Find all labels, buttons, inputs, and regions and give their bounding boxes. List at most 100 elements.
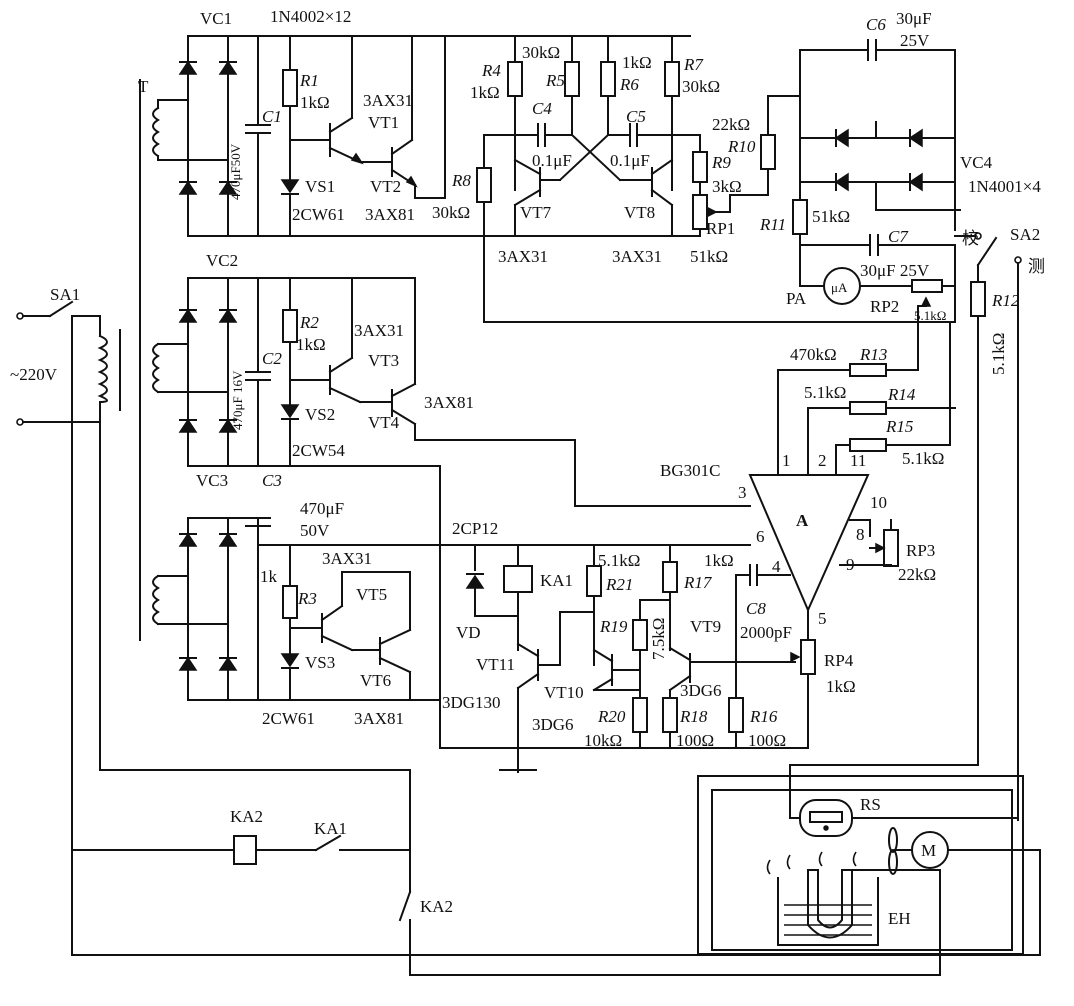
label-vc3: VC3 [196, 471, 228, 490]
label-ka2-contact: KA2 [420, 897, 453, 916]
label-c6: C6 [866, 15, 886, 34]
label-pa: PA [786, 289, 807, 308]
label-vt2-type: 3AX81 [365, 205, 415, 224]
label-rp3-val: 22kΩ [898, 565, 936, 584]
label-r18-val: 100Ω [676, 731, 714, 750]
label-r13-val: 470kΩ [790, 345, 837, 364]
label-vt8: VT8 [624, 203, 655, 222]
label-vs1: VS1 [305, 177, 335, 196]
supply-vc3 [157, 517, 751, 701]
label-r14: R14 [887, 385, 916, 404]
label-rp2-val: 5.1kΩ [914, 308, 946, 323]
bridge-vc1 [157, 35, 481, 237]
label-c3: C3 [262, 471, 282, 490]
label-c7: C7 [888, 227, 909, 246]
label-r3: R3 [297, 589, 317, 608]
label-diodes-1: 1N4002×12 [270, 7, 351, 26]
label-t: T [138, 77, 149, 96]
label-c2-val: 470μF 16V [230, 370, 245, 430]
label-pin6: 6 [756, 527, 765, 546]
label-c5: C5 [626, 107, 646, 126]
label-r14-val: 5.1kΩ [804, 383, 846, 402]
label-vt7: VT7 [520, 203, 552, 222]
label-vd-type: 2CP12 [452, 519, 498, 538]
label-sa2: SA2 [1010, 225, 1040, 244]
label-pin2: 2 [818, 451, 827, 470]
label-r4-val: 1kΩ [470, 83, 500, 102]
label-vc1: VC1 [200, 9, 232, 28]
label-vt5-type: 3AX31 [322, 549, 372, 568]
label-mains: ~220V [10, 365, 58, 384]
label-sa2-meas: 测 [1028, 257, 1045, 276]
label-vs1-type: 2CW61 [292, 205, 345, 224]
label-sa1: SA1 [50, 285, 80, 304]
label-vt7-type: 3AX31 [498, 247, 548, 266]
label-r9: R9 [711, 153, 731, 172]
label-sa2-cal: 校 [962, 229, 979, 248]
label-r8: R8 [451, 171, 471, 190]
label-rp1: RP1 [706, 219, 735, 238]
label-ka2-coil: KA2 [230, 807, 263, 826]
label-vt5: VT5 [356, 585, 387, 604]
label-c3-val: 470μF [300, 499, 344, 518]
label-opamp: BG301C [660, 461, 720, 480]
label-r21: R21 [605, 575, 633, 594]
label-r12-val: 5.1kΩ [989, 333, 1008, 375]
label-r4: R4 [481, 61, 501, 80]
label-c1-val: 470μF50V [228, 143, 243, 200]
label-vs2: VS2 [305, 405, 335, 424]
label-vs3-type: 2CW61 [262, 709, 315, 728]
vt1-vt2 [328, 35, 446, 199]
label-r2: R2 [299, 313, 319, 332]
label-c8: C8 [746, 599, 766, 618]
label-r6-val: 1kΩ [622, 53, 652, 72]
label-r11-val: 51kΩ [812, 207, 850, 226]
meter-block [483, 39, 1022, 821]
label-r17-val: 1kΩ [704, 551, 734, 570]
label-rp3: RP3 [906, 541, 935, 560]
label-vt10-type: 3DG6 [532, 715, 574, 734]
label-r1-val: 1kΩ [300, 93, 330, 112]
label-pin9: 9 [846, 555, 855, 574]
label-r6: R6 [619, 75, 639, 94]
label-r5: R5 [545, 71, 565, 90]
label-r18: R18 [679, 707, 708, 726]
label-pin1: 1 [782, 451, 791, 470]
label-r21-val: 5.1kΩ [598, 551, 640, 570]
oven-box [697, 764, 1041, 976]
label-r16: R16 [749, 707, 778, 726]
label-r7-val: 30kΩ [682, 77, 720, 96]
multivibrator [444, 35, 801, 323]
label-r5-val: 30kΩ [522, 43, 560, 62]
sa1-switch-blade [48, 300, 74, 318]
label-rp4-val: 1kΩ [826, 677, 856, 696]
opamp-a [748, 321, 956, 613]
label-vt1: VT1 [368, 113, 399, 132]
label-rp2: RP2 [870, 297, 899, 316]
transformer-primary [97, 334, 108, 404]
label-vt10: VT10 [544, 683, 584, 702]
label-eh: EH [888, 909, 911, 928]
label-c7-val: 30μF 25V [860, 261, 930, 280]
relay-driver [439, 465, 816, 773]
label-vd: VD [456, 623, 481, 642]
label-r8-val: 30kΩ [432, 203, 470, 222]
label-c8-val: 2000pF [740, 623, 792, 642]
label-rp1-val: 51kΩ [690, 247, 728, 266]
label-r15-val: 5.1kΩ [902, 449, 944, 468]
label-r2-val: 1kΩ [296, 335, 326, 354]
label-vc4-diodes: 1N4001×4 [968, 177, 1041, 196]
label-r17: R17 [683, 573, 713, 592]
label-vt4-type: 3AX81 [424, 393, 474, 412]
label-pin3: 3 [738, 483, 747, 502]
label-ka1-contact: KA1 [314, 819, 347, 838]
label-vt6: VT6 [360, 671, 391, 690]
label-ka1: KA1 [540, 571, 573, 590]
capacitor-c1 [245, 35, 271, 237]
label-vt3-type: 3AX31 [354, 321, 404, 340]
label-c4-val: 0.1μF [532, 151, 572, 170]
r1-vs1 [280, 35, 331, 237]
label-vt11: VT11 [476, 655, 515, 674]
